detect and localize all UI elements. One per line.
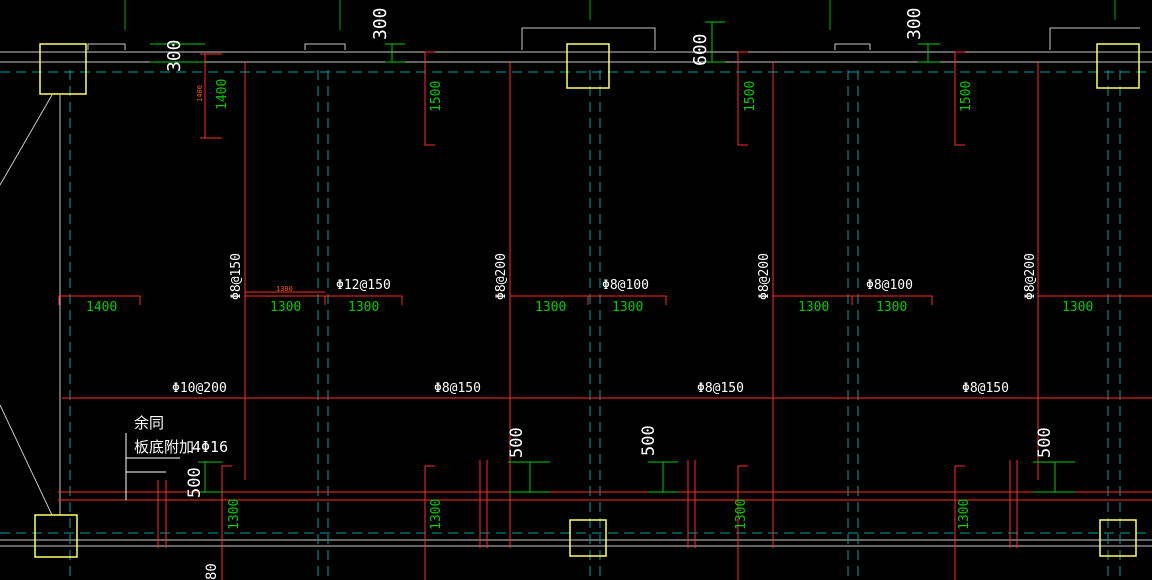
top-rebar-dims: 1400 1500 1500 1500 [215, 79, 974, 112]
axis-lines [0, 70, 1152, 580]
column-bottom-1[interactable] [34, 514, 78, 558]
columns [34, 43, 1140, 558]
top-dim-4: 300 [904, 7, 925, 40]
column-bottom-3[interactable] [1099, 519, 1137, 557]
lower-label-4: Φ8@150 [962, 381, 1009, 396]
mid-labels: Φ8@150 Φ12@150 Φ8@200 Φ8@100 Φ8@200 Φ8@1… [229, 253, 1038, 300]
top-rebar-dim-1: 1400 [215, 79, 230, 110]
wall-lines [0, 27, 1152, 547]
bottom-dims: 500 500 500 500 [185, 425, 1055, 498]
mid-label-2: Φ12@150 [336, 278, 391, 293]
top-dimension-texts: 300 300 600 300 [164, 7, 925, 72]
lower-label-1: Φ10@200 [172, 381, 227, 396]
top-dim-3: 600 [690, 33, 711, 66]
column-bottom-2[interactable] [569, 519, 607, 557]
mid-dim-1: 1400 [86, 300, 117, 315]
mid-dims: 1400 1300 1300 1300 1300 1300 1300 1300 [86, 300, 1093, 315]
mid-label-3: Φ8@200 [494, 253, 509, 300]
bottom-rebar-dim-2: 1300 [429, 499, 444, 530]
mid-label-4: Φ8@100 [602, 278, 649, 293]
mid-label-7: Φ8@200 [1023, 253, 1038, 300]
note-line-1: 余同 [134, 414, 164, 432]
bottom-rebar-dim-4: 1300 [957, 499, 972, 530]
note: 余同 板底附加 4Φ16 [134, 414, 228, 456]
top-edge-marks [124, 0, 1116, 30]
mid-small-red-dim: 1300 [276, 285, 293, 293]
rebar-lines [58, 51, 1152, 580]
bottom-dim-4: 500 [1035, 427, 1055, 458]
lower-labels: Φ10@200 Φ8@150 Φ8@150 Φ8@150 [172, 381, 1009, 396]
top-dim-1: 300 [164, 39, 185, 72]
mid-dim-4: 1300 [535, 300, 566, 315]
mid-dim-8: 1300 [1062, 300, 1093, 315]
lower-label-3: Φ8@150 [697, 381, 744, 396]
mid-dim-2: 1300 [270, 300, 301, 315]
bottom-dim-3: 500 [639, 425, 659, 456]
dimension-ticks [150, 21, 1075, 493]
column-top-1[interactable] [39, 43, 87, 95]
top-rebar-dim-4: 1500 [959, 81, 974, 112]
bottom-rebar-dims: 1300 1300 1300 1300 [227, 499, 972, 530]
mid-dim-7: 1300 [876, 300, 907, 315]
mid-dim-3: 1300 [348, 300, 379, 315]
top-rebar-dim-3: 1500 [743, 81, 758, 112]
note-leader [125, 433, 180, 500]
small-red-dim: 1400 [196, 85, 204, 102]
note-line-3: 4Φ16 [192, 438, 228, 456]
mid-label-1: Φ8@150 [229, 253, 244, 300]
lower-label-2: Φ8@150 [434, 381, 481, 396]
mid-dim-6: 1300 [798, 300, 829, 315]
note-line-2: 板底附加 [134, 438, 194, 456]
bottom-dim-2: 500 [507, 427, 527, 458]
bottom-dim-1: 500 [185, 467, 205, 498]
bottom-rebar-dim-3: 1300 [734, 499, 749, 530]
top-rebar-dim-2: 1500 [429, 81, 444, 112]
column-top-2[interactable] [566, 43, 610, 89]
mid-dim-5: 1300 [612, 300, 643, 315]
column-top-3[interactable] [1096, 43, 1140, 89]
mid-label-5: Φ8@200 [757, 253, 772, 300]
top-dim-2: 300 [370, 7, 391, 40]
mid-label-6: Φ8@100 [866, 278, 913, 293]
edge-dim: 80 [204, 563, 220, 580]
bottom-rebar-dim-1: 1300 [227, 499, 242, 530]
